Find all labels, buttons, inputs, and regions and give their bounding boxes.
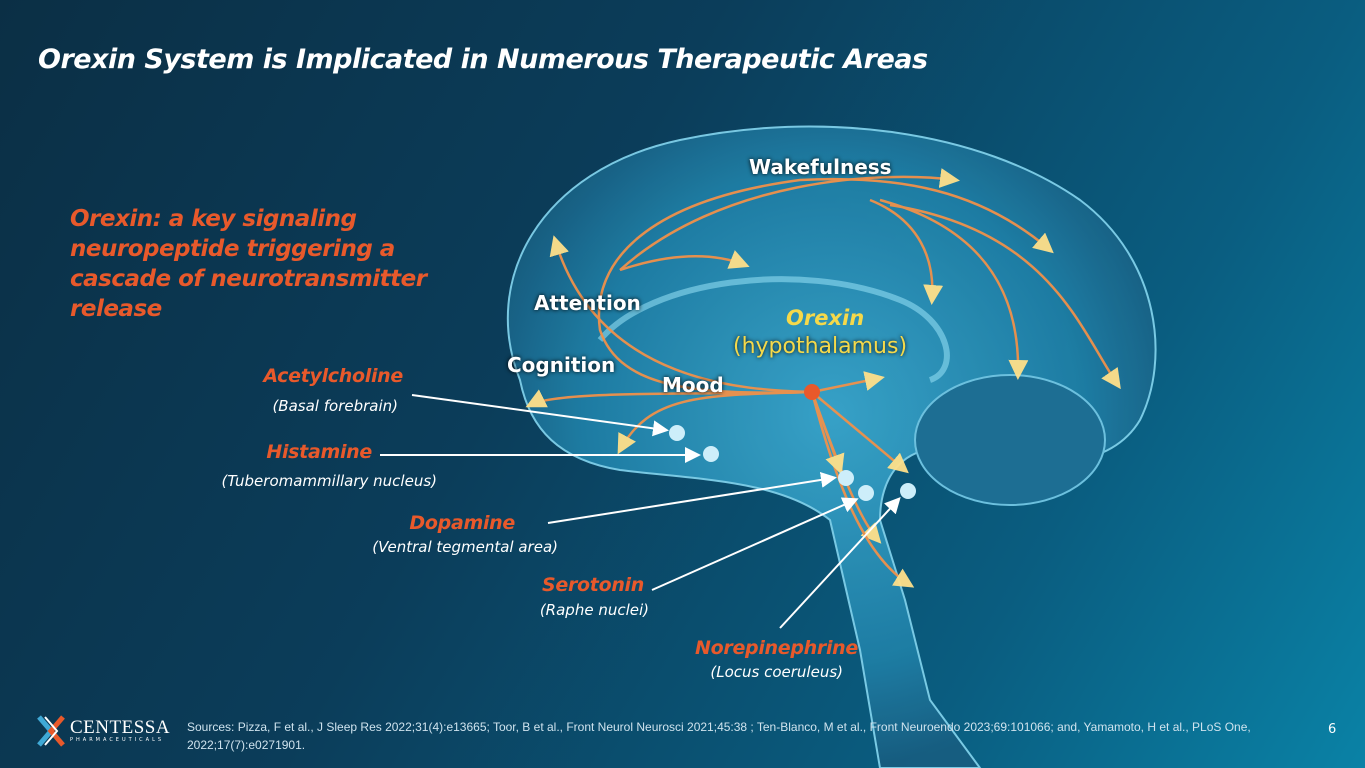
label-attention: Attention	[534, 291, 641, 315]
label-wakefulness: Wakefulness	[749, 155, 892, 179]
nt-dopamine-source: (Ventral tegmental area)	[372, 538, 558, 556]
nt-dopamine: Dopamine	[409, 512, 515, 534]
orexin-node	[804, 384, 820, 400]
nt-norepinephrine: Norepinephrine	[695, 637, 858, 659]
orexin-location: (hypothalamus)	[733, 334, 908, 359]
page-number: 6	[1328, 722, 1337, 737]
norepinephrine-arrow	[779, 497, 901, 629]
logo-wordmark: CENTESSA	[70, 717, 171, 738]
nt-serotonin-source: (Raphe nuclei)	[539, 601, 649, 619]
sources-footnote: Sources: Pizza, F et al., J Sleep Res 20…	[187, 720, 1251, 752]
histamine-dot	[703, 446, 719, 462]
label-mood: Mood	[662, 373, 724, 397]
tagline: Orexin: a key signaling neuropeptide tri…	[70, 206, 427, 322]
acetylcholine-arrow	[411, 394, 669, 437]
centessa-x-icon	[37, 715, 65, 747]
company-logo: CENTESSA PHARMACEUTICALS	[36, 715, 170, 747]
logo-subtitle: PHARMACEUTICALS	[70, 737, 165, 743]
nt-histamine: Histamine	[266, 441, 372, 463]
dopamine-arrow	[547, 471, 837, 524]
corpus-callosum	[597, 276, 950, 383]
nt-acetylcholine: Acetylcholine	[263, 365, 403, 387]
serotonin-dot	[858, 485, 874, 501]
nt-acetylcholine-source: (Basal forebrain)	[272, 397, 398, 415]
serotonin-arrow	[651, 497, 859, 591]
label-cognition: Cognition	[507, 353, 616, 377]
acetylcholine-dot	[669, 425, 685, 441]
brain-cerebellum	[914, 374, 1106, 506]
nt-norepinephrine-source: (Locus coeruleus)	[710, 663, 843, 681]
page-title: Orexin System is Implicated in Numerous …	[38, 44, 928, 75]
dopamine-dot	[838, 470, 854, 486]
nt-serotonin: Serotonin	[542, 574, 644, 596]
norepinephrine-dot	[900, 483, 916, 499]
nt-histamine-source: (Tuberomammillary nucleus)	[221, 472, 437, 490]
orexin-label: Orexin	[786, 306, 865, 330]
